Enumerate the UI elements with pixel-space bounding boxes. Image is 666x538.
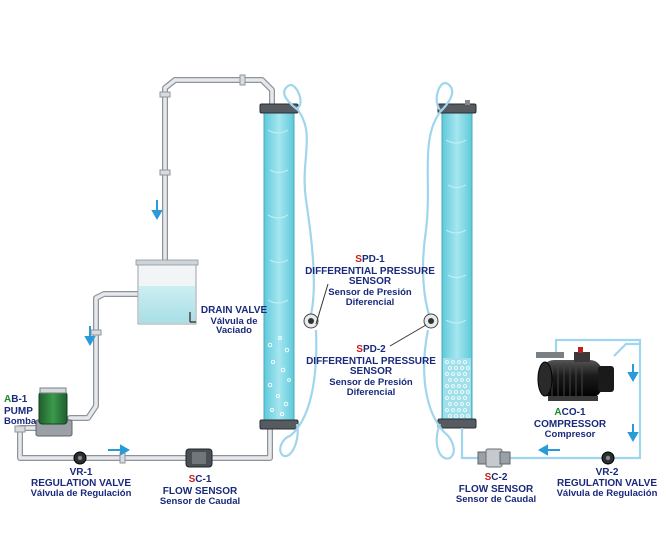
sc2-code: SC-2 [485, 472, 508, 483]
drain-tank [135, 259, 199, 325]
air-bubbles-dense [445, 360, 470, 418]
right-water-column [437, 100, 477, 429]
spd2-code: SPD-2 [356, 344, 385, 355]
sc1-prefix: S [188, 474, 196, 485]
vr1-name: REGULATION VALVE [31, 477, 131, 489]
spd1-rest: PD-1 [361, 254, 385, 265]
label-aco1: ACO-1 COMPRESSOR Compresor [520, 403, 620, 440]
sc2-sub: Sensor de Caudal [455, 494, 537, 506]
aco1-prefix: A [554, 407, 562, 418]
label-vr1: VR-1 REGULATION VALVE Válvula de Regulac… [16, 467, 146, 499]
drain-name: DRAIN VALVE [200, 305, 268, 316]
aco1-code: ACO-1 [554, 407, 585, 418]
arrow-left-icon [537, 444, 560, 456]
spd2-sub1: Sensor de Presión [329, 376, 413, 388]
vr1-sub: Válvula de Regulación [30, 488, 132, 499]
ab1-name: PUMP [4, 405, 33, 417]
flow-sensor-sc1-icon [185, 448, 213, 468]
label-sc1: SC-1 FLOW SENSOR Sensor de Caudal [150, 470, 250, 507]
spd2-name1: DIFFERENTIAL PRESSURE [306, 355, 436, 367]
spd2-hoses [421, 81, 455, 460]
arrow-right-icon [108, 444, 131, 456]
label-spd2: SPD-2 DIFFERENTIAL PRESSURE SENSOR Senso… [306, 340, 436, 398]
spd1-name2: SENSOR [348, 276, 392, 288]
spd2-prefix: S [356, 344, 363, 355]
sc1-name: FLOW SENSOR [162, 485, 238, 497]
vr2-code: VR-2 [595, 467, 619, 478]
label-vr2: VR-2 REGULATION VALVE Válvula de Regulac… [550, 467, 664, 499]
label-sc2: SC-2 FLOW SENSOR Sensor de Caudal [446, 468, 546, 505]
arrow-down-icon [84, 326, 96, 347]
compressor-aco1 [536, 347, 614, 401]
ab1-sub: Bomba [4, 416, 37, 428]
sc1-sub: Sensor de Caudal [159, 496, 241, 508]
drain-sub2: Vaciado [216, 325, 252, 337]
spd1-sub1: Sensor de Presión [328, 286, 412, 298]
drain-sub1: Válvula de [210, 315, 258, 327]
vr2-sub: Válvula de Regulación [556, 488, 658, 499]
ab1-prefix: A [4, 394, 12, 405]
vr2-name: REGULATION VALVE [557, 477, 657, 489]
spd1-hoses [279, 83, 318, 458]
aco1-name: COMPRESSOR [533, 418, 607, 430]
sc1-code: SC-1 [189, 474, 212, 485]
aco1-rest: CO-1 [561, 407, 586, 418]
flow-arrows [84, 200, 639, 456]
arrow-down-icon [627, 364, 639, 383]
label-spd1: SPD-1 DIFFERENTIAL PRESSURE SENSOR Senso… [304, 250, 436, 308]
spd1-leader-line [315, 283, 329, 325]
label-ab1: AB-1 PUMP Bomba [4, 390, 36, 427]
water-pipe-network [17, 77, 275, 461]
flow-sensor-sc2-icon [477, 448, 511, 468]
sc1-rest: C-1 [195, 474, 212, 485]
ab1-rest: B-1 [11, 394, 28, 405]
sc2-rest: C-2 [491, 472, 508, 483]
spd1-sensor-icon [303, 313, 319, 329]
spd1-code: SPD-1 [355, 254, 384, 265]
spd1-prefix: S [355, 254, 362, 265]
spd2-name2: SENSOR [349, 366, 393, 378]
aco1-sub: Compresor [544, 429, 596, 441]
spd2-sub2: Diferencial [346, 386, 396, 398]
vr1-code: VR-1 [69, 467, 93, 478]
spd2-sensor-icon [423, 313, 439, 329]
sc2-prefix: S [484, 472, 492, 483]
arrow-down-icon [627, 424, 639, 443]
spd2-leader-line [389, 324, 427, 347]
ab1-code: AB-1 [4, 394, 27, 405]
label-drain-valve: DRAIN VALVE Válvula de Vaciado [196, 305, 272, 337]
left-water-column [259, 103, 299, 430]
air-hose-network [460, 338, 642, 460]
pump-ab1 [35, 387, 73, 437]
sc2-name: FLOW SENSOR [458, 483, 534, 495]
air-bubbles [267, 336, 291, 417]
spd1-sub2: Diferencial [345, 296, 395, 308]
spd2-rest: PD-2 [362, 344, 386, 355]
valve-vr1-icon [73, 451, 87, 465]
arrow-down-icon [151, 200, 163, 221]
valve-vr2-icon [601, 451, 615, 465]
spd1-name1: DIFFERENTIAL PRESSURE [305, 265, 435, 277]
